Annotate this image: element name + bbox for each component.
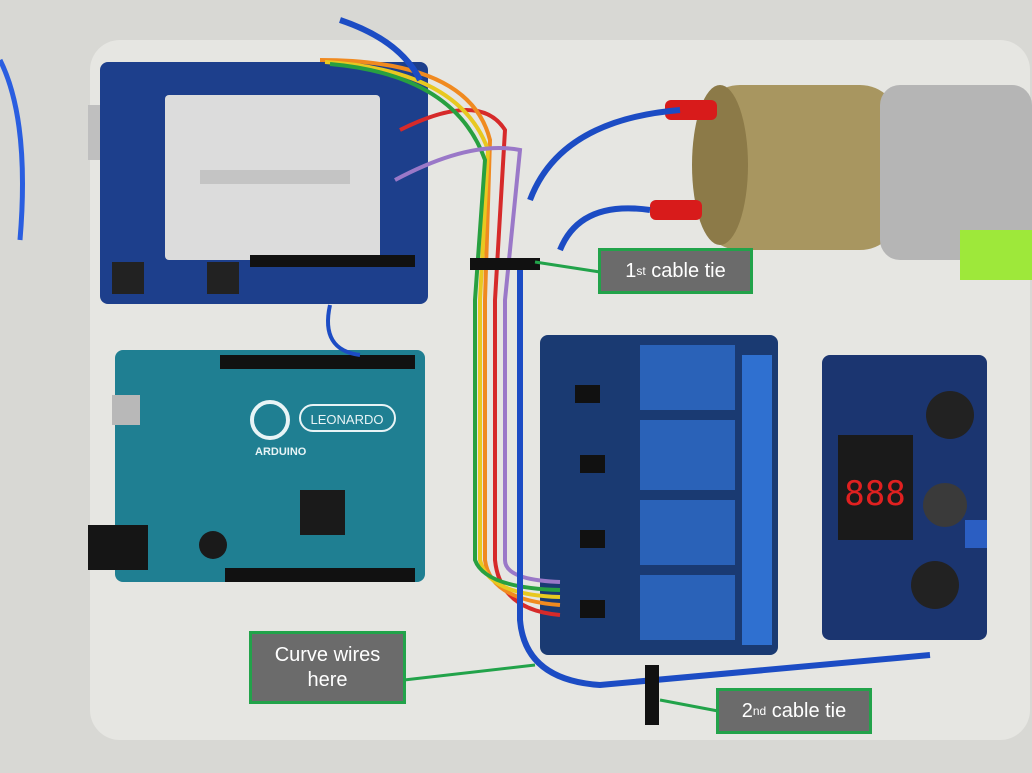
tie1-label: cable tie [645, 259, 726, 282]
header-top [220, 355, 415, 369]
capacitor [199, 531, 227, 559]
tie1-ordinal: 1 [625, 259, 637, 282]
motor-terminal-a [665, 100, 717, 120]
relay-3 [640, 500, 735, 565]
motor-endcap [692, 85, 748, 245]
wire-blue-main [339, 17, 931, 689]
leonardo-plate [299, 404, 396, 432]
tie2-label: cable tie [766, 699, 847, 722]
capacitor-top [926, 391, 974, 439]
arduino-text: ARDUINO [255, 446, 307, 458]
optocoupler-4 [580, 600, 605, 618]
wire-red [399, 108, 561, 617]
cable-tie-2 [645, 665, 659, 725]
wire-purple [394, 146, 561, 584]
relay-module [540, 335, 778, 655]
optocoupler-3 [580, 530, 605, 548]
curve-line2: here [307, 668, 348, 691]
leonardo-text: LEONARDO [311, 412, 384, 427]
wire-bundle [319, 17, 931, 689]
seven-seg-display [838, 435, 913, 540]
left-blue-cable [0, 58, 25, 241]
leader-curve [403, 663, 536, 682]
curve-line1: Curve wires [274, 643, 381, 666]
optocoupler-2 [580, 455, 605, 473]
leader-tie2 [659, 698, 719, 713]
gearbox [880, 85, 1032, 260]
motor-can [700, 85, 900, 250]
potentiometer [965, 520, 987, 548]
relay-1 [640, 345, 735, 410]
optocoupler-1 [575, 385, 600, 403]
reset-button [112, 262, 144, 294]
micro-usb [112, 395, 140, 425]
arduino-leonardo: LEONARDO ARDUINO [88, 350, 425, 582]
relay-4 [640, 575, 735, 640]
display-digits: 888 [844, 474, 905, 514]
wire-orange [319, 58, 561, 607]
wire-green [329, 62, 561, 592]
mcu-chip [300, 490, 345, 535]
cable-tie-1 [470, 258, 540, 270]
proto-shield [88, 62, 428, 304]
breadboard-channel [200, 170, 350, 184]
push-button [207, 262, 239, 294]
buck-converter: 888 [822, 355, 987, 640]
capacitor-bottom [911, 561, 959, 609]
callout-curve-wires: Curve wires here [249, 631, 406, 704]
leader-tie1 [534, 260, 601, 274]
dc-motor [650, 85, 1032, 280]
motor-terminal-b [650, 200, 702, 220]
arduino-logo [250, 400, 290, 440]
power-jack [88, 525, 148, 570]
header-strip [250, 255, 415, 267]
relay-2 [640, 420, 735, 490]
inductor [923, 483, 967, 527]
green-mount [960, 230, 1032, 280]
header-bottom [225, 568, 415, 582]
screw-terminals [742, 355, 772, 645]
leonardo-board [115, 350, 425, 582]
tie2-ordinal: 2 [741, 699, 753, 722]
wire-blue-link [326, 304, 361, 357]
